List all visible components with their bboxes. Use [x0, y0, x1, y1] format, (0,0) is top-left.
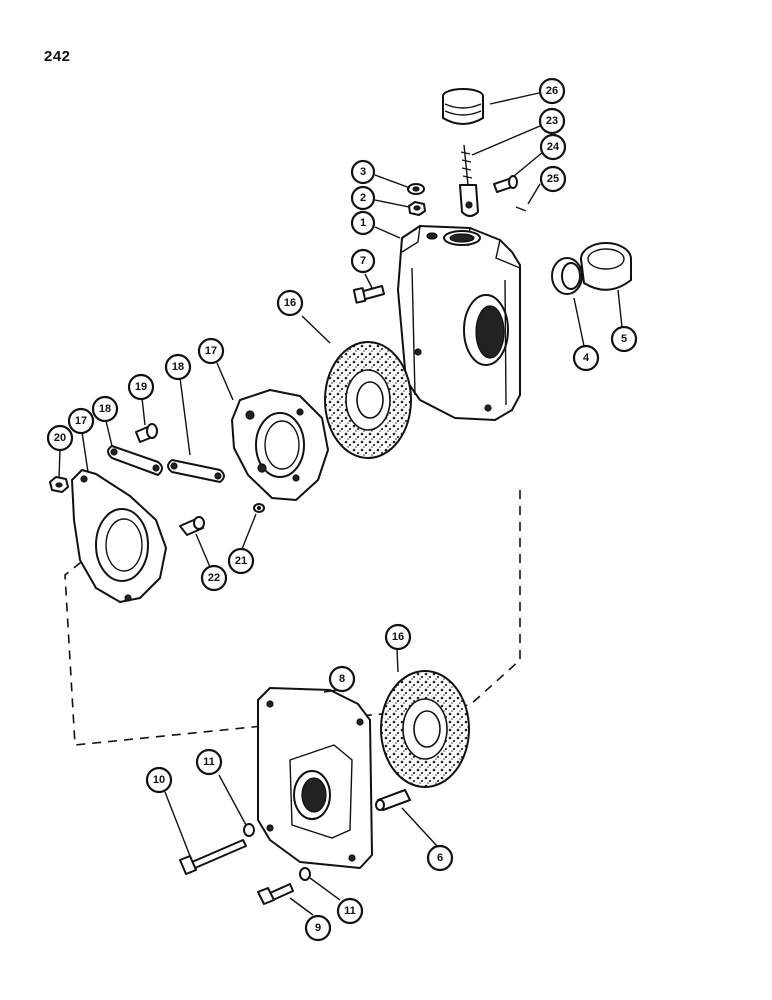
- part-2-nut: [408, 201, 426, 216]
- callout-5: 5: [610, 325, 638, 353]
- svg-text:25: 25: [547, 173, 559, 185]
- part-21-washer: [253, 503, 265, 513]
- callout-1: 1: [350, 210, 376, 236]
- callout-16-upper: 16: [276, 289, 304, 317]
- callout-8: 8: [328, 665, 356, 693]
- part-11-lock-washer-upper: [243, 823, 255, 837]
- callout-6: 6: [426, 844, 454, 872]
- callout-21: 21: [227, 547, 255, 575]
- part-9-short-bolt: [257, 883, 294, 905]
- callout-11-lower: 11: [336, 897, 364, 925]
- part-16-friction-disc-lower: [380, 670, 470, 788]
- callout-26: 26: [538, 77, 566, 105]
- svg-text:6: 6: [437, 852, 443, 864]
- part-17-actuator-plate-upper: [231, 389, 329, 501]
- part-6-dowel-pin: [375, 789, 411, 811]
- callout-16-lower: 16: [384, 623, 412, 651]
- svg-text:26: 26: [546, 85, 558, 97]
- part-19-stud: [135, 423, 158, 443]
- part-22-fitting: [179, 516, 205, 536]
- callout-25: 25: [539, 165, 567, 193]
- callout-17-lower: 17: [67, 407, 95, 435]
- part-18-link-right: [167, 459, 225, 483]
- part-26-boot: [442, 88, 484, 125]
- callout-17-upper: 17: [197, 337, 225, 365]
- callout-19: 19: [127, 373, 155, 401]
- part-20-nut: [49, 476, 69, 493]
- callout-22: 22: [200, 564, 228, 592]
- svg-text:10: 10: [153, 774, 165, 786]
- part-25-cotter-pin: [515, 206, 527, 212]
- svg-text:24: 24: [547, 141, 560, 153]
- svg-text:1: 1: [360, 217, 366, 229]
- callout-4: 4: [572, 344, 600, 372]
- callout-3: 3: [350, 159, 376, 185]
- part-1-brake-housing: [397, 225, 521, 421]
- part-23-yoke-rod: [459, 144, 479, 217]
- callout-23: 23: [538, 107, 566, 135]
- part-3-nut: [407, 183, 425, 195]
- svg-text:21: 21: [235, 555, 247, 567]
- svg-text:11: 11: [203, 756, 215, 768]
- svg-text:17: 17: [205, 345, 217, 357]
- svg-text:2: 2: [360, 192, 366, 204]
- part-5-ring: [580, 242, 632, 291]
- svg-text:22: 22: [208, 572, 220, 584]
- part-4-seal: [551, 257, 583, 295]
- callout-10: 10: [145, 766, 173, 794]
- callout-11-upper: 11: [195, 748, 223, 776]
- svg-text:5: 5: [621, 333, 627, 345]
- leader-lines: [58, 92, 623, 916]
- svg-text:18: 18: [99, 403, 111, 415]
- svg-text:18: 18: [172, 361, 184, 373]
- svg-text:16: 16: [392, 631, 404, 643]
- callout-18-right: 18: [164, 353, 192, 381]
- svg-text:16: 16: [284, 297, 296, 309]
- part-16-friction-disc-upper: [324, 341, 412, 459]
- svg-text:4: 4: [583, 352, 590, 364]
- svg-text:7: 7: [360, 255, 366, 267]
- part-18-link-left: [107, 445, 163, 476]
- svg-text:3: 3: [360, 166, 366, 178]
- callout-20: 20: [46, 424, 74, 452]
- callout-2: 2: [350, 185, 376, 211]
- callout-9: 9: [304, 914, 332, 942]
- part-11-lock-washer-lower: [299, 867, 311, 881]
- svg-text:11: 11: [344, 905, 356, 917]
- callout-24: 24: [539, 133, 567, 161]
- part-10-long-bolt: [179, 839, 247, 875]
- svg-text:8: 8: [339, 673, 345, 685]
- svg-text:19: 19: [135, 381, 147, 393]
- svg-text:20: 20: [54, 432, 66, 444]
- svg-text:23: 23: [546, 115, 558, 127]
- part-17-backing-plate-lower: [71, 469, 167, 603]
- callout-18-left: 18: [91, 395, 119, 423]
- part-24-clevis-pin: [493, 175, 518, 193]
- svg-text:17: 17: [75, 415, 87, 427]
- page-number: 242: [44, 48, 71, 65]
- part-8-cover-plate: [257, 687, 373, 869]
- part-7-bolt: [352, 285, 385, 304]
- svg-text:9: 9: [315, 922, 321, 934]
- callout-7: 7: [350, 248, 376, 274]
